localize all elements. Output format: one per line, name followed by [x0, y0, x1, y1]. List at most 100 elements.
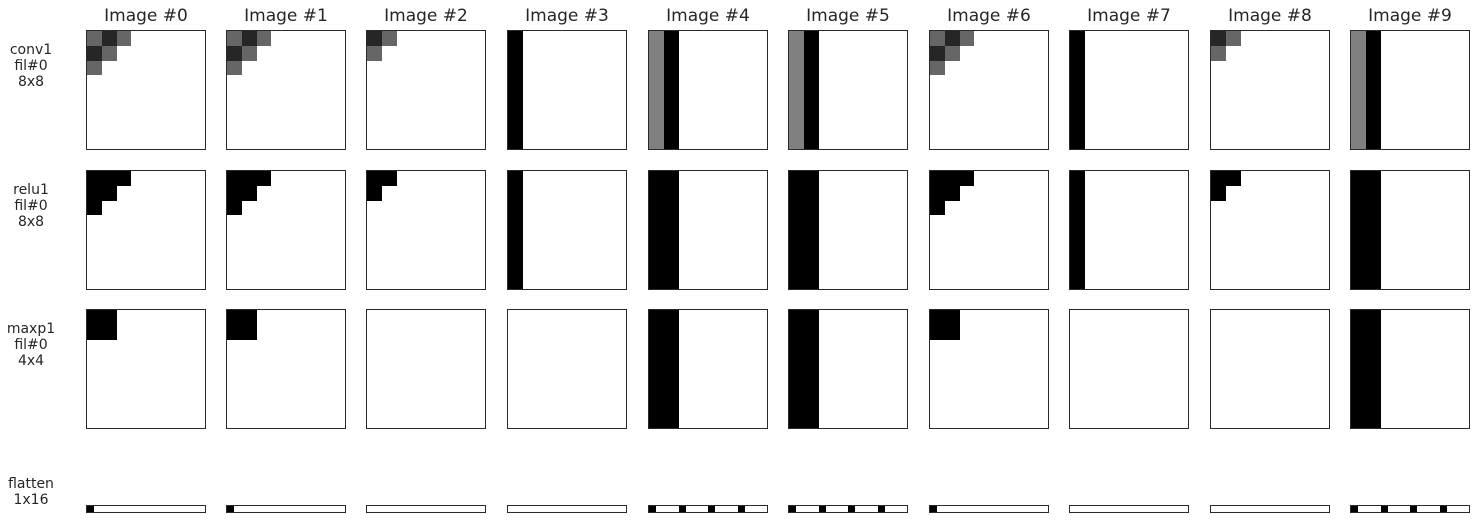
pixel-cell — [190, 274, 205, 289]
pixel-cell — [1365, 134, 1381, 149]
pixel-cell — [989, 369, 1019, 399]
pixel-cell — [256, 230, 272, 245]
pixel-cell — [300, 506, 309, 512]
pixel-cell — [396, 104, 412, 120]
column-title-image-1: Image #1 — [244, 6, 328, 26]
pixel-cell — [1077, 506, 1085, 512]
pixel-cell — [789, 60, 804, 76]
pixel-cell — [974, 259, 989, 275]
pixel-cell — [1410, 31, 1425, 46]
pixel-cell — [249, 506, 257, 512]
pixel-cell — [1218, 506, 1226, 512]
pixel-cell — [1270, 75, 1285, 90]
pixel-cell — [1025, 506, 1034, 512]
pixel-cell — [1424, 31, 1440, 46]
pixel-cell — [1402, 506, 1410, 512]
pixel-cell — [470, 104, 485, 120]
pixel-cell — [1454, 185, 1469, 201]
pixel-cell — [803, 104, 819, 120]
pixel-cell — [1446, 506, 1455, 512]
pixel-cell — [1410, 119, 1425, 135]
panel-maxp1-image-3 — [507, 309, 627, 429]
pixel-cell — [693, 274, 708, 289]
pixel-cell — [803, 230, 819, 245]
pixel-cell — [1380, 31, 1396, 46]
pixel-cell — [426, 119, 441, 135]
pixel-cell — [1114, 90, 1129, 105]
panel-relu1-image-4 — [648, 170, 768, 290]
pixel-cell — [234, 506, 242, 512]
pixel-cell — [1129, 60, 1144, 76]
pixel-cell — [1084, 185, 1100, 201]
pixel-cell — [367, 60, 382, 76]
pixel-cell — [1143, 274, 1159, 289]
pixel-cell — [1351, 506, 1359, 512]
panel-maxp1-image-6 — [929, 309, 1049, 429]
pixel-cell — [1417, 506, 1425, 512]
pixel-cell — [227, 185, 242, 201]
pixel-cell — [552, 104, 567, 120]
pixel-cell — [1018, 75, 1034, 90]
pixel-cell — [1158, 259, 1174, 275]
pixel-cell — [1380, 90, 1396, 105]
pixel-cell — [611, 215, 626, 230]
pixel-cell — [286, 274, 301, 289]
pixel-cell — [241, 119, 257, 135]
pixel-cell — [508, 310, 538, 340]
pixel-cell — [1018, 200, 1034, 216]
pixel-cell — [367, 200, 382, 216]
pixel-cell — [160, 45, 176, 61]
pixel-cell — [892, 185, 907, 201]
panel-relu1-image-2 — [366, 170, 486, 290]
pixel-cell — [367, 185, 382, 201]
pixel-cell — [989, 31, 1004, 46]
pixel-cell — [1424, 230, 1440, 245]
pixel-cell — [722, 506, 731, 512]
pixel-cell — [315, 274, 331, 289]
pixel-cell — [1410, 244, 1425, 260]
pixel-cell — [1158, 185, 1174, 201]
pixel-cell — [803, 134, 819, 149]
pixel-cell — [522, 259, 538, 275]
pixel-cell — [649, 506, 657, 512]
pixel-cell — [1299, 134, 1315, 149]
pixel-cell — [678, 134, 694, 149]
pixel-cell — [1011, 506, 1019, 512]
pixel-cell — [175, 185, 191, 201]
pixel-cell — [138, 506, 146, 512]
pixel-cell — [1158, 119, 1174, 135]
pixel-cell — [581, 185, 597, 201]
pixel-cell — [959, 104, 975, 120]
pixel-cell — [862, 31, 878, 46]
pixel-cell — [1211, 230, 1226, 245]
pixel-cell — [930, 274, 945, 289]
pixel-cell — [1211, 369, 1241, 399]
pixel-cell — [1351, 215, 1366, 230]
pixel-cell — [1018, 31, 1034, 46]
pixel-cell — [256, 244, 272, 260]
pixel-cell — [1018, 215, 1034, 230]
pixel-cell — [567, 185, 582, 201]
pixel-cell — [1380, 104, 1396, 120]
pixel-cell — [381, 230, 397, 245]
pixel-cell — [87, 185, 102, 201]
pixel-cell — [693, 259, 708, 275]
pixel-cell — [877, 119, 893, 135]
pixel-cell — [175, 244, 191, 260]
pixel-cell — [1380, 259, 1396, 275]
pixel-cell — [862, 230, 878, 245]
pixel-cell — [1284, 45, 1300, 61]
pixel-cell — [426, 369, 456, 399]
pixel-cell — [1454, 45, 1469, 61]
pixel-cell — [589, 506, 597, 512]
pixel-cell — [1211, 310, 1241, 340]
pixel-cell — [848, 90, 863, 105]
pixel-cell — [175, 259, 191, 275]
pixel-cell — [1099, 90, 1115, 105]
pixel-cell — [930, 75, 945, 90]
pixel-cell — [440, 75, 456, 90]
pixel-cell — [1439, 134, 1455, 149]
pixel-cell — [160, 200, 176, 216]
pixel-cell — [522, 230, 538, 245]
pixel-cell — [1424, 215, 1440, 230]
